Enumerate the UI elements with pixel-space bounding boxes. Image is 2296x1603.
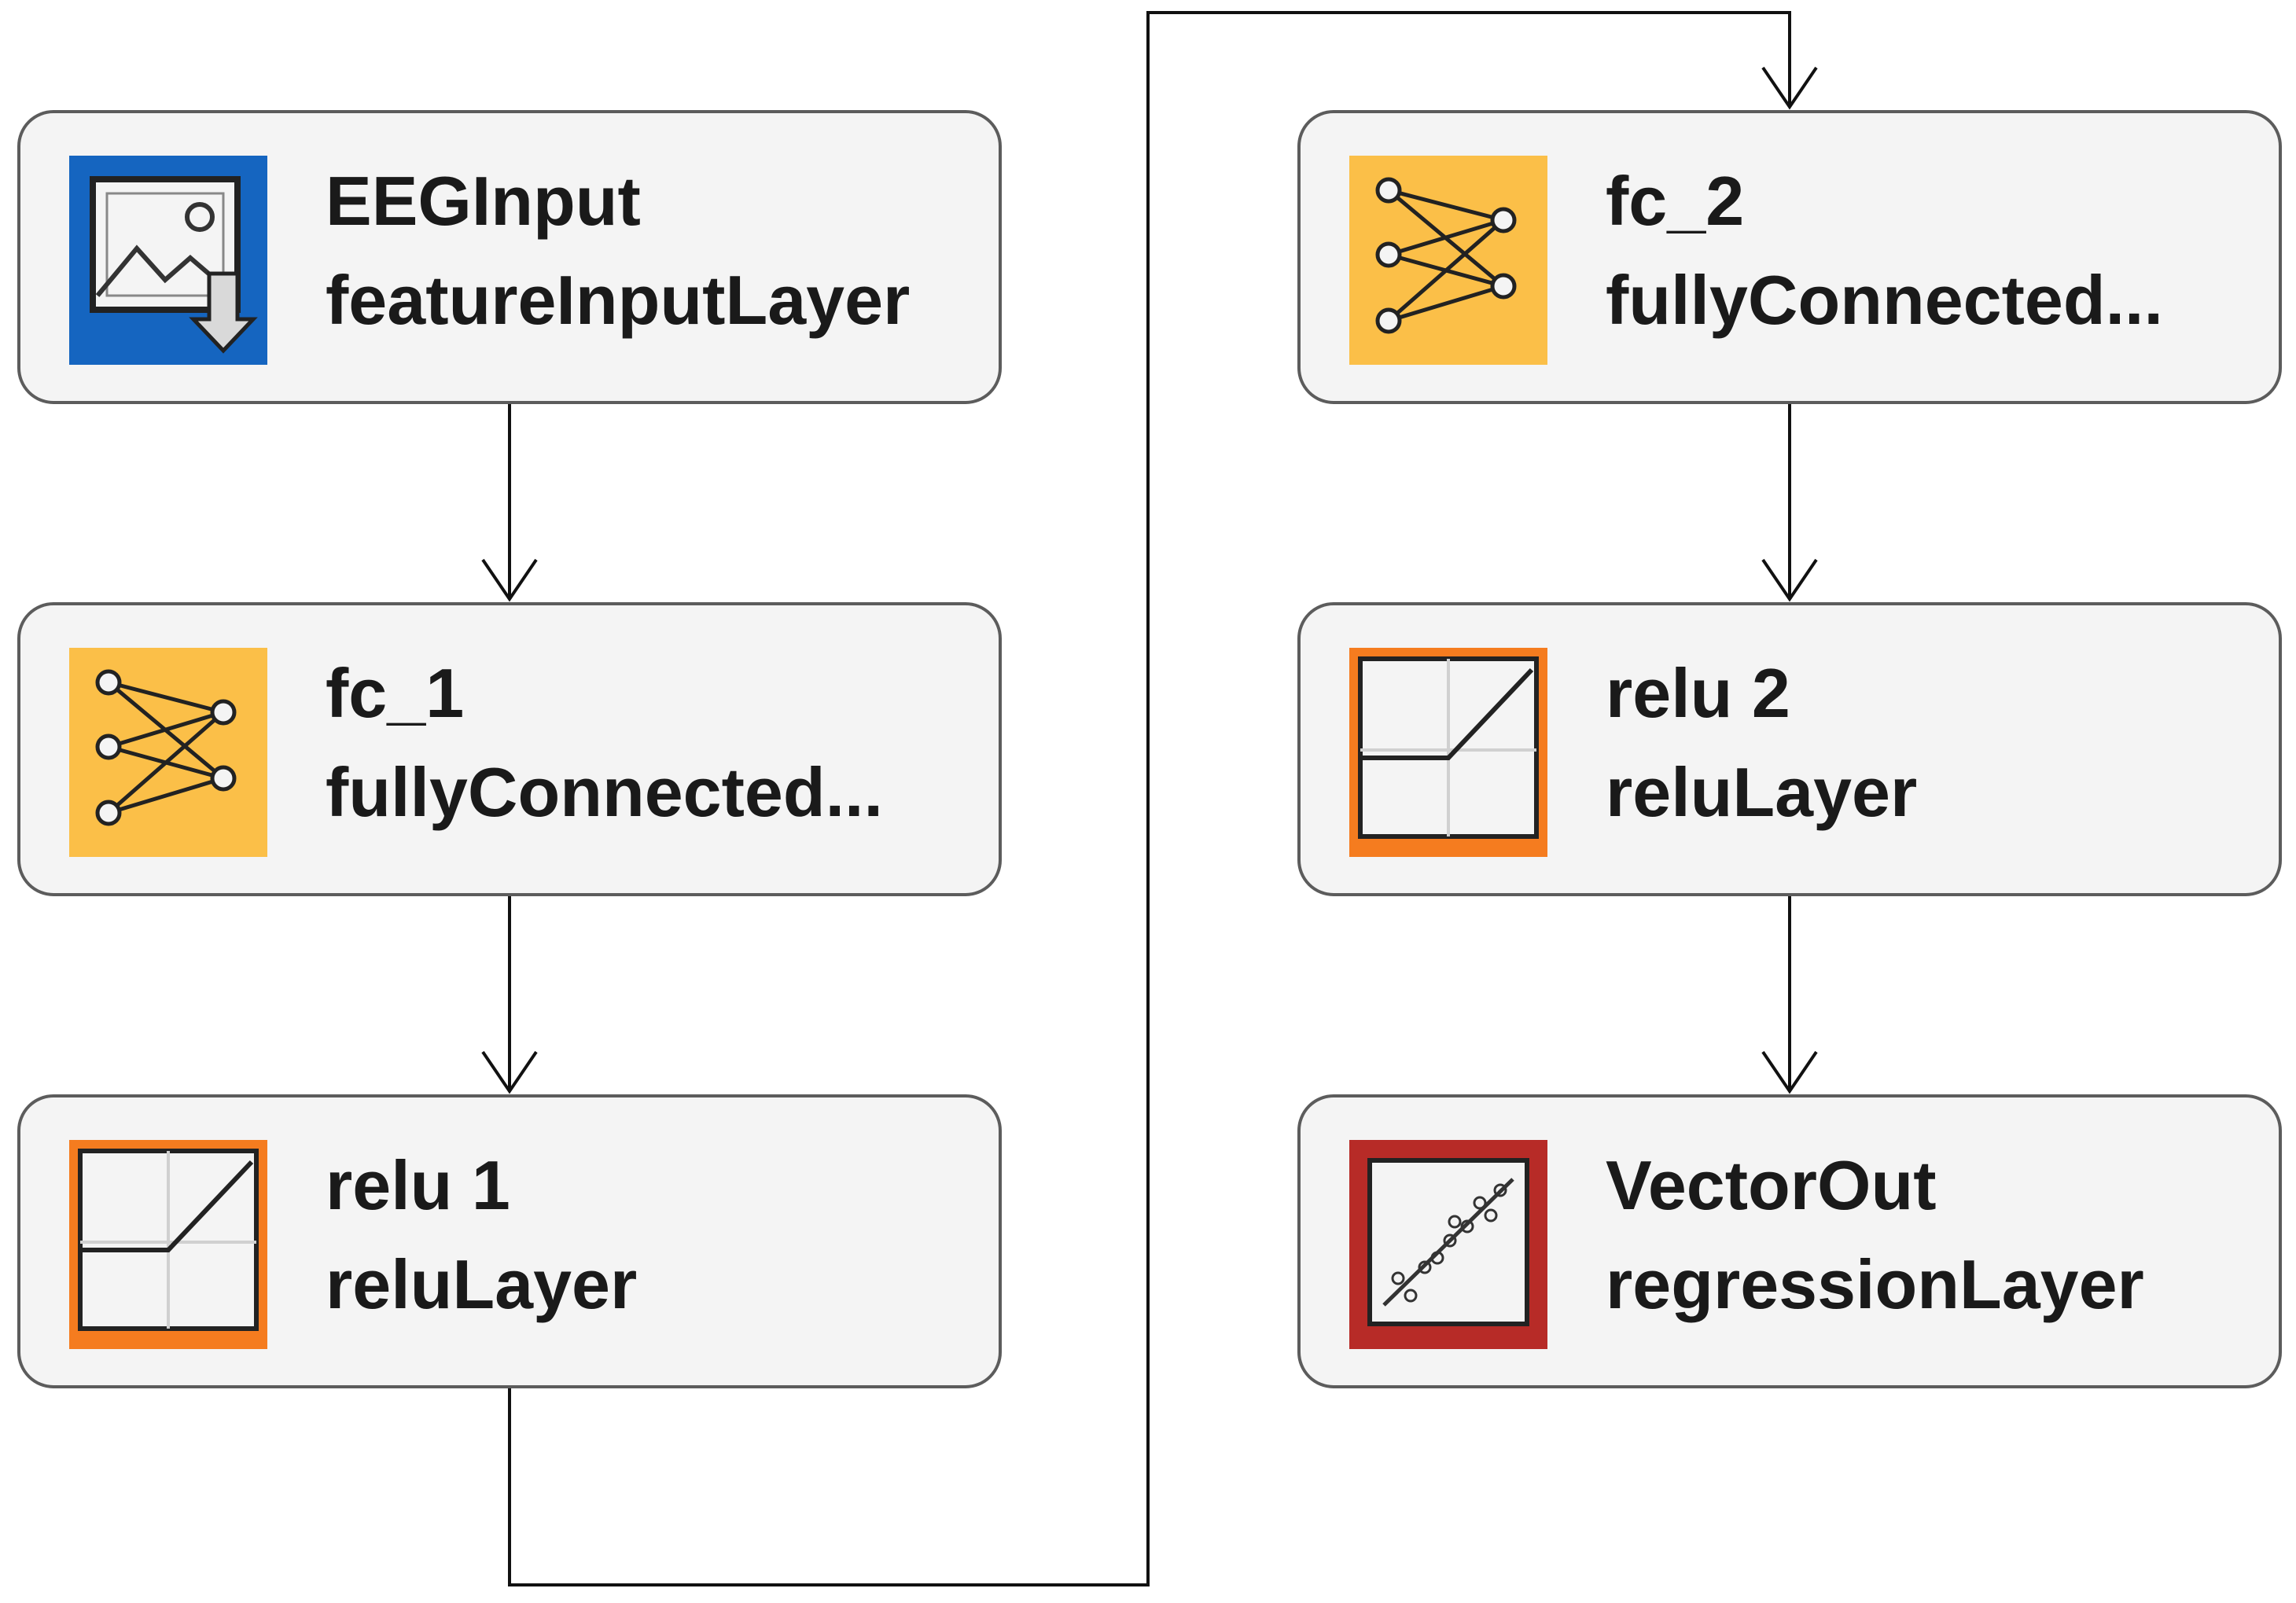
- layer-name: relu 1: [326, 1146, 510, 1224]
- fully-connected-icon: [69, 648, 267, 857]
- layer-node-fc1[interactable]: fc_1 fullyConnected...: [17, 602, 1002, 896]
- layer-name: EEGInput: [326, 162, 641, 240]
- arrowhead-vectorout: [1761, 1050, 1818, 1094]
- wire-relu1-to-fc2: [508, 11, 1791, 1586]
- layer-name: fc_2: [1606, 162, 1745, 240]
- regression-icon: [1349, 1140, 1547, 1349]
- layer-name: VectorOut: [1606, 1146, 1937, 1224]
- arrowhead-fc2: [1761, 66, 1818, 110]
- layer-type: fullyConnected...: [1606, 261, 2163, 339]
- layer-name: relu 2: [1606, 654, 1790, 732]
- layer-node-relu2[interactable]: relu 2 reluLayer: [1297, 602, 2282, 896]
- fully-connected-icon: [1349, 156, 1547, 365]
- arrowhead-fc1: [481, 558, 538, 602]
- image-input-icon: [69, 156, 267, 365]
- layer-node-eeginput[interactable]: EEGInput featureInputLayer: [17, 110, 1002, 404]
- layer-type: fullyConnected...: [326, 753, 883, 831]
- layer-type: reluLayer: [1606, 753, 1918, 831]
- layer-type: featureInputLayer: [326, 261, 911, 339]
- relu-icon: [69, 1140, 267, 1349]
- layer-node-relu1[interactable]: relu 1 reluLayer: [17, 1094, 1002, 1388]
- layer-node-vectorout[interactable]: VectorOut regressionLayer: [1297, 1094, 2282, 1388]
- layer-node-fc2[interactable]: fc_2 fullyConnected...: [1297, 110, 2282, 404]
- layer-type: reluLayer: [326, 1245, 638, 1323]
- arrowhead-relu1: [481, 1050, 538, 1094]
- layer-name: fc_1: [326, 654, 465, 732]
- layer-type: regressionLayer: [1606, 1245, 2144, 1323]
- relu-icon: [1349, 648, 1547, 857]
- arrowhead-relu2: [1761, 558, 1818, 602]
